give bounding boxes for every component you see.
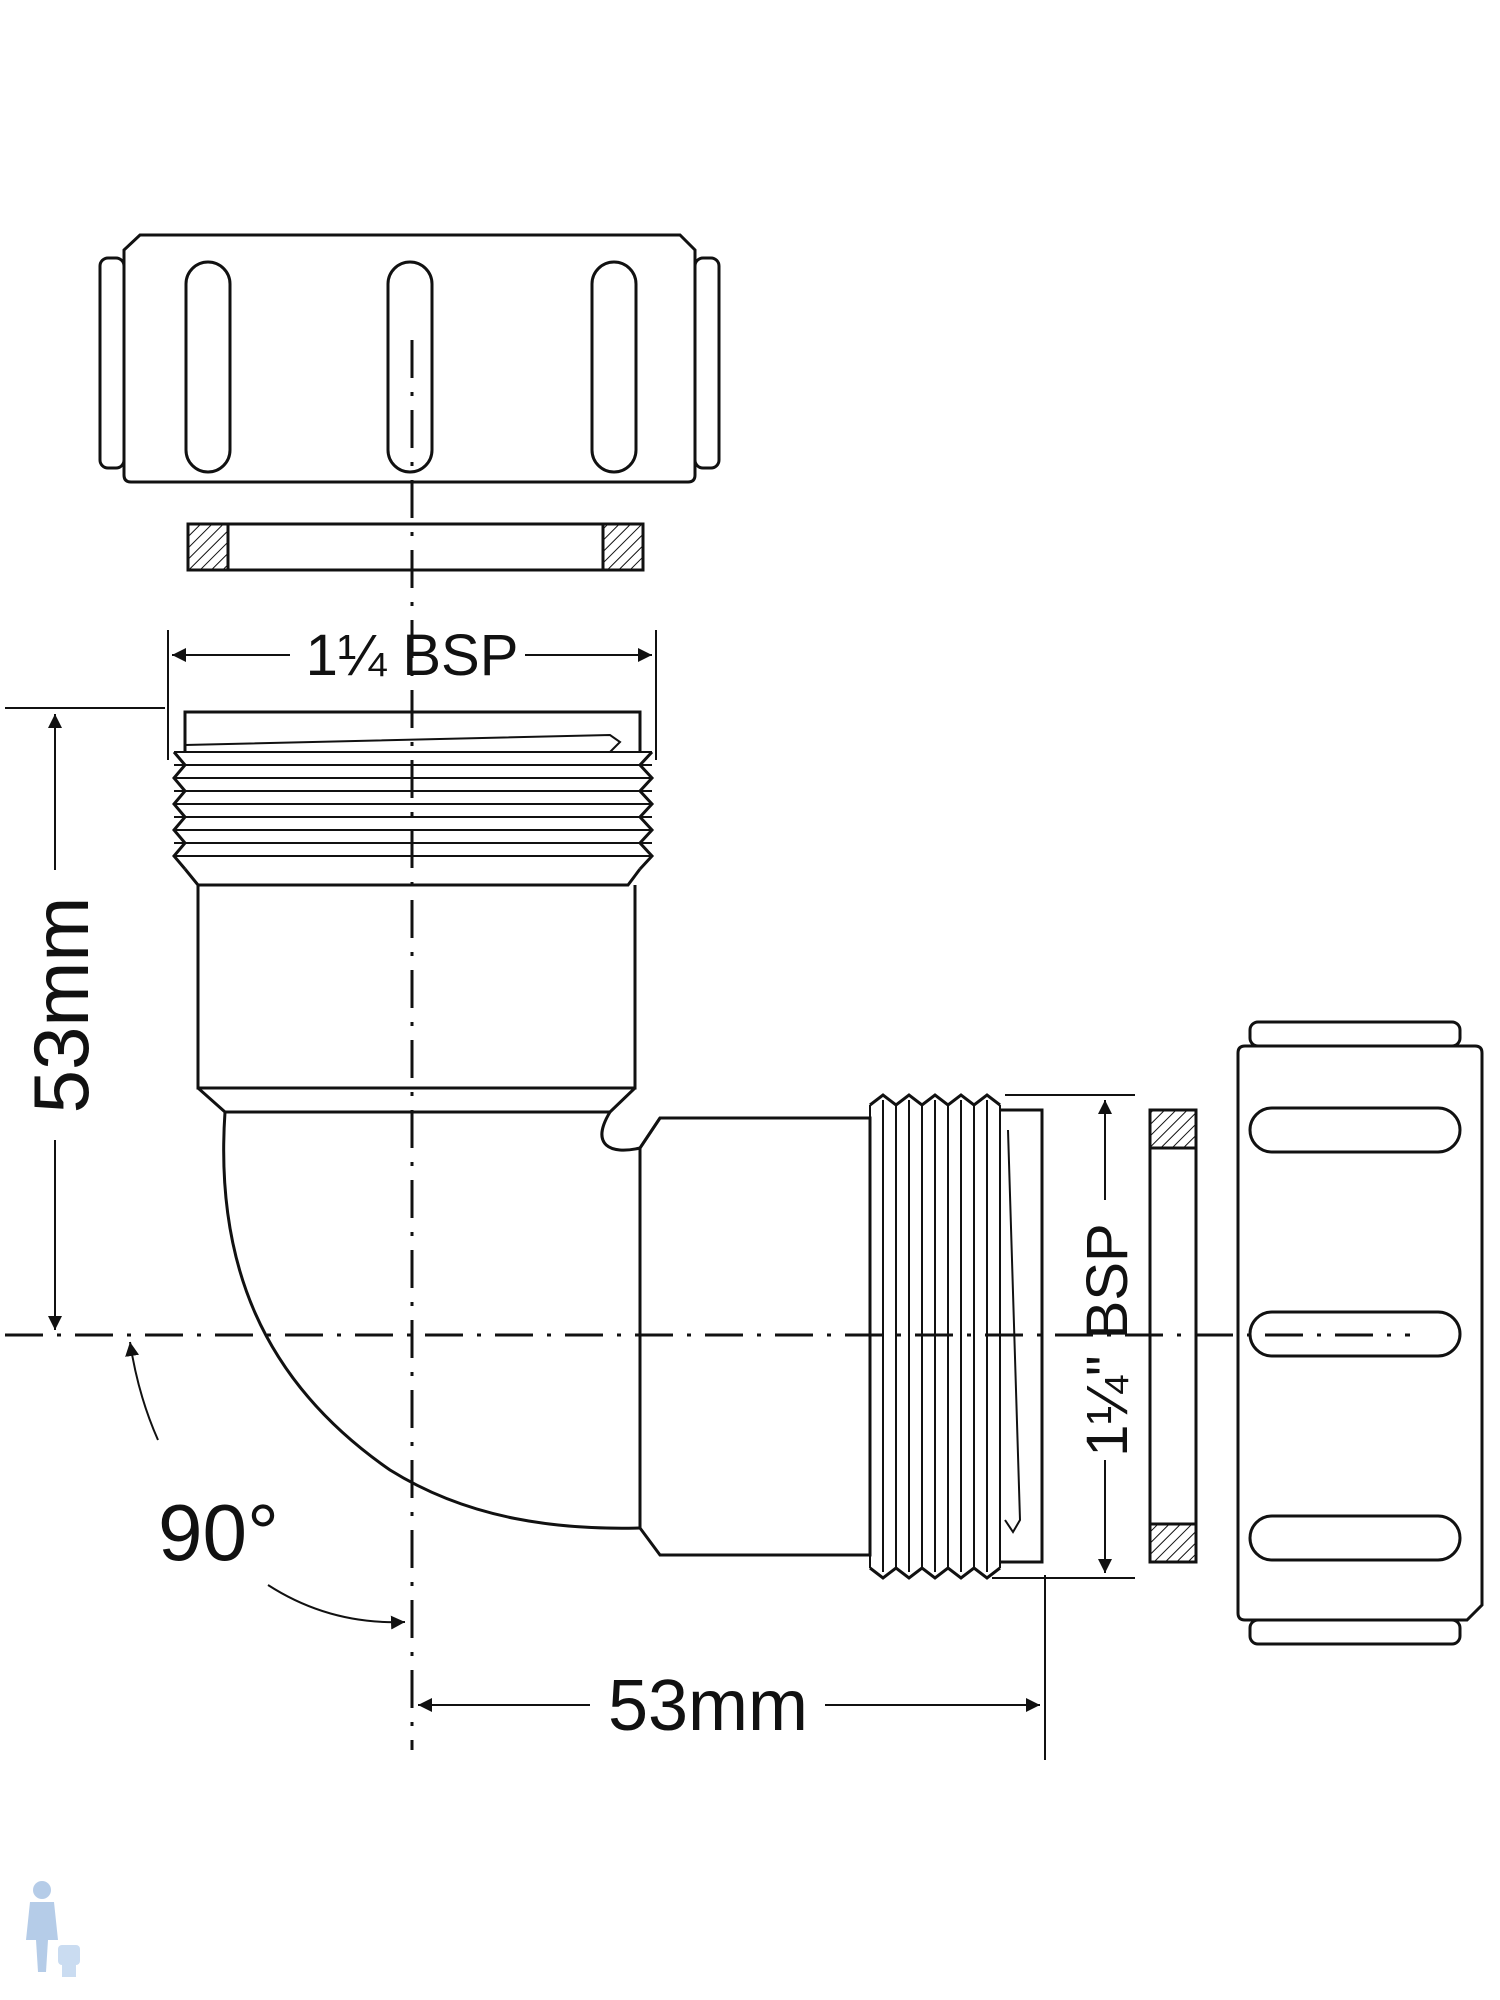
side-compression-nut: [1236, 1020, 1484, 1646]
horizontal-dimension-label: 53mm: [608, 1666, 808, 1746]
top-thread-label: 1¼ BSP: [306, 623, 519, 688]
vertical-dimension-label: 53mm: [17, 897, 105, 1114]
plumber-icon: [26, 1881, 80, 1977]
elbow-body: [172, 710, 1044, 1580]
side-thread-label: 1¼" BSP: [1075, 1223, 1140, 1456]
side-thread-dimension: 1¼" BSP: [992, 1094, 1140, 1579]
angle-annotation: 90°: [125, 1341, 406, 1630]
top-compression-nut: [98, 233, 721, 484]
top-sealing-washer: [186, 522, 645, 572]
horizontal-dimension: 53mm: [418, 1575, 1046, 1760]
vertical-dimension: 53mm: [5, 707, 165, 1330]
top-thread-dimension: 1¼ BSP: [167, 623, 657, 760]
angle-label: 90°: [158, 1488, 279, 1577]
